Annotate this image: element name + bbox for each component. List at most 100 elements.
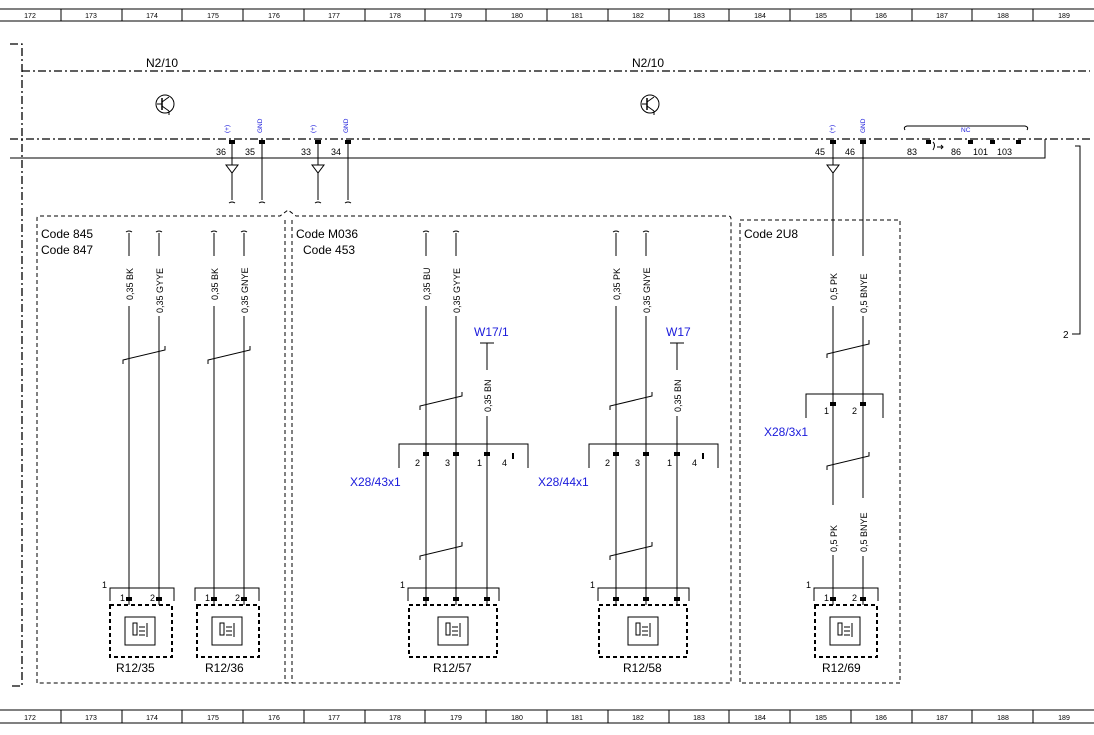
wire-label: 0,35 GNYE — [642, 267, 652, 313]
wire-label: 0,5 PK — [829, 273, 839, 300]
pin-45-terminal — [830, 140, 836, 144]
ruler-bottom-label: 178 — [389, 715, 401, 722]
pin-number: 4 — [692, 458, 697, 468]
wire-label: 0,5 BNYE — [859, 512, 869, 552]
pin-number: 1 — [477, 458, 482, 468]
ruler-bottom-label: 179 — [450, 715, 462, 722]
pin-number: 1 — [806, 580, 811, 590]
code-2u8: Code 2U8 — [744, 227, 798, 241]
component-r12-57: 1 — [400, 580, 500, 658]
pin-33-label: 33 — [301, 147, 311, 157]
wire-label: 0,5 BNYE — [859, 273, 869, 313]
pin-number: 1 — [205, 593, 210, 603]
code-box-2u8 — [739, 219, 901, 684]
ruler-bottom-label: 172 — [24, 715, 36, 722]
connector-label-x28-43x1: X28/43x1 — [350, 475, 401, 489]
connector-x28-44x1: 2 3 1 4 — [588, 443, 719, 468]
code-847: Code 847 — [41, 243, 93, 257]
pin-number: 4 — [502, 458, 507, 468]
wire-label: 0,35 BN — [673, 379, 683, 412]
wires-r12-35-36 — [122, 230, 251, 597]
pin-number: 1 — [667, 458, 672, 468]
ground-point-w17: W17 — [666, 325, 691, 339]
pin-33-plus: (+) — [310, 125, 317, 133]
ruler-bottom-label: 181 — [571, 715, 583, 722]
temperature-sensor-icon — [211, 616, 243, 646]
connector-label-x28-3x1: X28/3x1 — [764, 425, 808, 439]
pin-35-terminal — [259, 140, 265, 144]
code-box-845-847-m036 — [36, 209, 732, 684]
nc-label: NC — [961, 127, 971, 134]
wire-label: 0,35 BU — [422, 267, 432, 300]
pin-46-label: 46 — [845, 147, 855, 157]
pin-number: 2 — [852, 406, 857, 416]
ruler-bottom-label: 185 — [815, 715, 827, 722]
module-label-left: N2/10 — [146, 56, 178, 70]
ground-point-w17-1: W17/1 — [474, 325, 509, 339]
pin-number: 3 — [635, 458, 640, 468]
pin-34-label: 34 — [331, 147, 341, 157]
component-label-r12-58: R12/58 — [623, 661, 662, 675]
component-label-r12-35: R12/35 — [116, 661, 155, 675]
connector-x28-43x1: 2 3 1 4 — [398, 443, 529, 468]
pin-34-terminal — [345, 140, 351, 144]
component-r12-36: 1 2 — [194, 587, 260, 658]
temperature-sensor-icon — [437, 616, 469, 646]
ruler-top-label: 178 — [389, 13, 401, 20]
ruler-top-label: 182 — [632, 13, 644, 20]
temperature-sensor-icon — [124, 616, 156, 646]
wire-label: 0,35 PK — [612, 268, 622, 300]
pin-number: 1 — [102, 580, 107, 590]
module-label-right: N2/10 — [632, 56, 664, 70]
pin-35-gnd: GND — [257, 118, 264, 133]
ground-arrow-icon — [311, 164, 325, 200]
ruler-bottom-label: 182 — [632, 715, 644, 722]
pin-number: 2 — [150, 593, 155, 603]
pin-36-label: 36 — [216, 147, 226, 157]
pin-number: 1 — [824, 406, 829, 416]
ruler-top-label: 186 — [875, 13, 887, 20]
connector-label-x28-44x1: X28/44x1 — [538, 475, 589, 489]
pin-46-terminal — [860, 140, 866, 144]
connector-x28-3x1: 1 2 — [805, 393, 884, 418]
pin-36-plus: (+) — [224, 125, 231, 133]
pin-101-label: 101 — [973, 147, 988, 157]
ruler-bottom-label: 183 — [693, 715, 705, 722]
pin-number: 2 — [235, 593, 240, 603]
pin-34-gnd: GND — [343, 118, 350, 133]
pin-number: 3 — [445, 458, 450, 468]
ruler-bottom-label: 176 — [268, 715, 280, 722]
pin-45-plus: (+) — [829, 125, 836, 133]
ruler-top-label: 180 — [511, 13, 523, 20]
temperature-sensor-icon — [829, 616, 861, 646]
ruler-top-label: 176 — [268, 13, 280, 20]
ruler-top-label: 184 — [754, 13, 766, 20]
ruler-bottom-label: 175 — [207, 715, 219, 722]
ruler-bottom-label: 188 — [997, 715, 1009, 722]
wire-label: 0,35 GNYE — [240, 267, 250, 313]
ruler-top-label: 172 — [24, 13, 36, 20]
pin-103-label: 103 — [997, 147, 1012, 157]
ruler-bottom-label: 186 — [875, 715, 887, 722]
pin-number: 1 — [824, 593, 829, 603]
ruler-bottom-label: 187 — [936, 715, 948, 722]
ruler-top-label: 179 — [450, 13, 462, 20]
ruler-top-label: 181 — [571, 13, 583, 20]
wire-break-marks — [228, 201, 352, 204]
pin-number: 2 — [852, 593, 857, 603]
pin-86-label: 86 — [951, 147, 961, 157]
ruler-bottom-label: 173 — [85, 715, 97, 722]
component-r12-58: 1 — [590, 580, 690, 658]
pin-83-label: 83 — [907, 147, 917, 157]
ruler-top-label: 188 — [997, 13, 1009, 20]
pin-number: 1 — [400, 580, 405, 590]
pin-number: 2 — [605, 458, 610, 468]
wire-label: 0,35 BN — [483, 379, 493, 412]
ruler-bottom-label: 184 — [754, 715, 766, 722]
module-pins: (+) 36 GND 35 (+) 33 GND 34 (+) 45 GND 4… — [216, 118, 1029, 200]
transistor-icon — [640, 94, 660, 115]
ruler-bottom-label: 174 — [146, 715, 158, 722]
ruler-top-label: 175 — [207, 13, 219, 20]
